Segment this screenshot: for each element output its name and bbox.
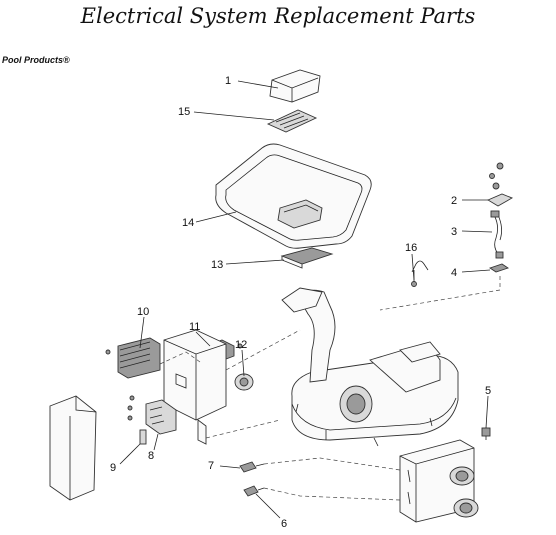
callout-7: 7: [208, 460, 214, 472]
callout-10: 10: [137, 306, 149, 318]
part-12-knob: [234, 373, 254, 391]
side-cover-panel: [49, 395, 97, 501]
part-10-transformer: [105, 337, 161, 379]
part-1-cover: [269, 69, 321, 103]
part-5-fitting: [481, 427, 491, 440]
part-7-switch: [239, 461, 265, 473]
part-14-top-cover: [215, 143, 372, 249]
callout-12: 12: [235, 339, 247, 351]
water-manifold: [399, 439, 479, 523]
callout-15: 15: [178, 106, 190, 118]
callout-5: 5: [485, 385, 491, 397]
callout-11: 11: [189, 321, 200, 333]
part-3-wire-harness: [490, 210, 504, 259]
part-4-connector: [488, 263, 510, 273]
brand-label: Pool Products®: [2, 55, 70, 65]
callout-13: 13: [211, 259, 223, 271]
callout-1: 1: [225, 75, 231, 87]
part-8-terminal-block: [127, 395, 177, 435]
part-13-control-board: [280, 247, 334, 269]
part-2-bracket: [487, 162, 514, 207]
heater-assembly: [281, 287, 459, 447]
electrical-box: [163, 329, 227, 445]
callout-6: 6: [281, 518, 287, 530]
part-9-fuse: [139, 429, 147, 445]
part-15-keypad: [266, 109, 318, 133]
callout-8: 8: [148, 450, 154, 462]
callout-2: 2: [451, 195, 457, 207]
page-title: Electrical System Replacement Parts: [80, 4, 476, 28]
callout-4: 4: [451, 267, 457, 279]
callout-3: 3: [451, 226, 457, 238]
callout-9: 9: [110, 462, 116, 474]
part-6-sensor: [243, 485, 265, 497]
part-16-sensor: [411, 260, 429, 287]
callout-14: 14: [182, 217, 194, 229]
callout-16: 16: [405, 242, 417, 254]
